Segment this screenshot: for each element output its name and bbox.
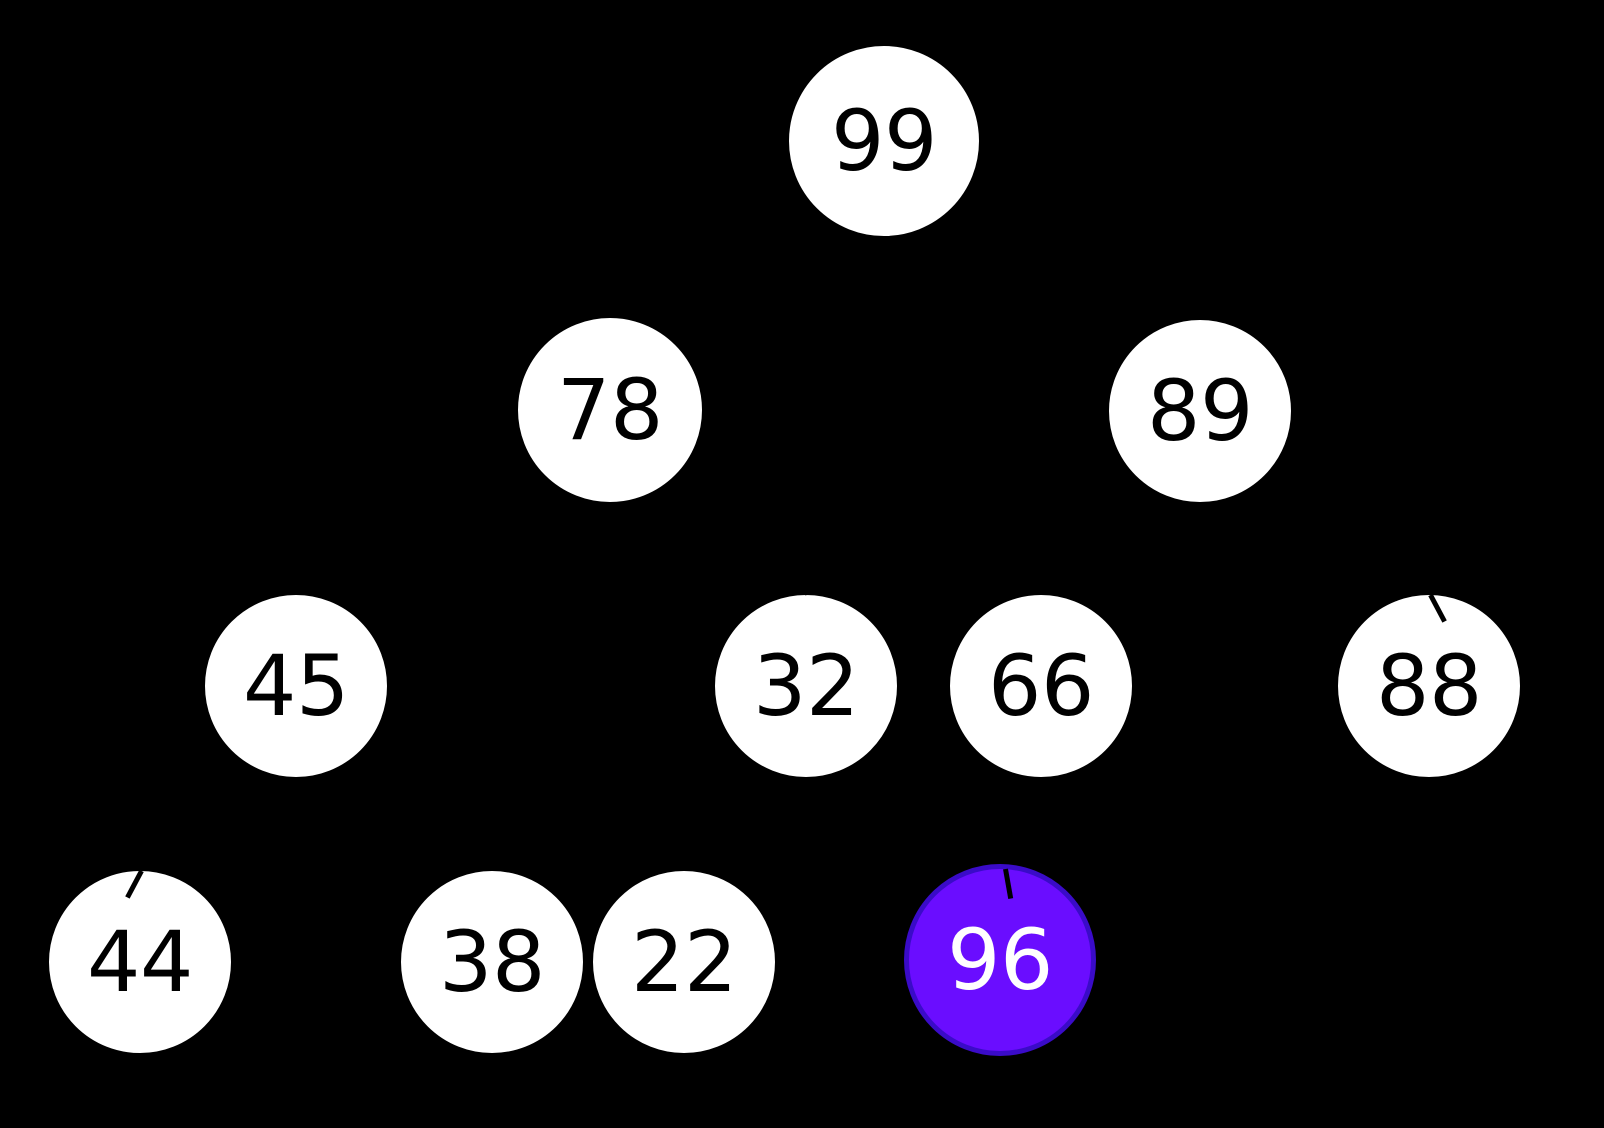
tree-node-label: 96 (947, 911, 1053, 1009)
tree-node-88[interactable]: 88 (1337, 593, 1521, 778)
tree-node-89[interactable]: 89 (1108, 319, 1292, 503)
tree-node-label: 44 (87, 913, 193, 1011)
tree-node-96[interactable]: 96 (904, 864, 1096, 1056)
tree-node-label: 78 (557, 361, 663, 459)
tree-node-label: 38 (439, 913, 545, 1011)
node-edge-stub-icon (1427, 593, 1447, 623)
tree-node-label: 22 (631, 913, 737, 1011)
tree-node-label: 66 (988, 637, 1094, 735)
node-edge-stub-icon (800, 564, 810, 596)
tree-node-66[interactable]: 66 (949, 594, 1133, 778)
tree-node-label: 99 (831, 92, 937, 190)
tree-node-label: 45 (243, 637, 349, 735)
tree-node-label: 32 (753, 637, 859, 735)
tree-node-label: 88 (1376, 637, 1482, 735)
tree-node-78[interactable]: 78 (517, 317, 703, 503)
tree-node-38[interactable]: 38 (400, 870, 584, 1054)
node-edge-stub-icon (1002, 868, 1013, 899)
tree-node-45[interactable]: 45 (204, 594, 388, 778)
tree-node-44[interactable]: 44 (48, 869, 232, 1054)
node-edge-stub-icon (124, 869, 144, 899)
tree-node-32[interactable]: 32 (714, 564, 898, 778)
tree-node-22[interactable]: 22 (592, 870, 776, 1054)
tree-node-99[interactable]: 99 (788, 45, 980, 237)
tree-node-label: 89 (1147, 362, 1253, 460)
